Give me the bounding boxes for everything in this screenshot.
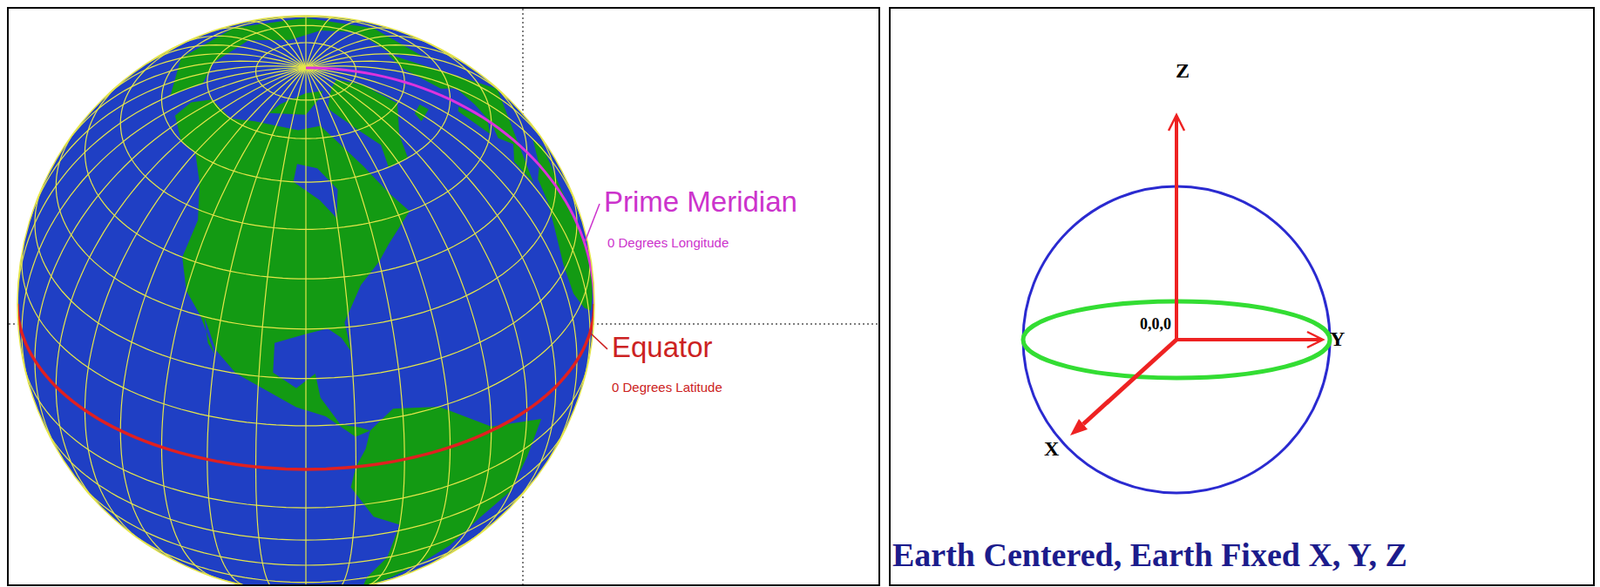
meridian-line [305,67,528,542]
continent [175,99,410,437]
meridian-line [305,67,451,578]
meridian-line [103,54,306,99]
globe [17,15,595,585]
text-holder: Prime Meridian [603,185,798,219]
caption: Earth Centered, Earth Fixed X, Y, Z [892,536,1408,576]
callout-label: Equator [611,331,713,365]
leader-lines [584,203,608,350]
z-axis [1174,115,1179,340]
parallel-line [55,132,75,187]
parallel-line [34,185,577,380]
axis-label: Z [1175,59,1190,84]
leader-line [584,203,600,244]
parallel-line [256,42,357,101]
x-axis [1083,339,1177,425]
equator-line [17,304,595,470]
meridian-line [162,67,307,578]
prime-meridian-line [305,67,595,305]
leader-line [589,332,608,350]
parallel-line [84,81,527,279]
x-arrowhead [1070,419,1088,436]
text-holder: Y [1329,327,1345,353]
meridian-line [305,67,492,563]
parallel-line [84,81,123,152]
meridian-line [34,67,306,459]
continent [414,104,429,122]
axis-label: X [1044,437,1059,462]
meridian-line [305,54,509,99]
meridian-line [305,67,577,459]
parallel-line [77,480,535,566]
parallel-line [127,530,485,584]
globe-features [17,15,595,585]
z-arrowhead [1168,115,1185,131]
meridian-line [30,66,306,220]
meridian-line [182,35,306,68]
meridian-line [305,67,556,505]
right-panel [889,7,1594,586]
callout-note: 0 Degrees Longitude [607,235,729,251]
callout-note: 0 Degrees Latitude [611,379,723,395]
parallel-line [34,185,43,224]
parallel-line [24,367,588,509]
text-holder: 0 Degrees Latitude [611,379,723,395]
meridian-line [305,66,582,220]
ocean [17,15,595,585]
y-arrowhead [1307,332,1323,348]
meridian-line [120,67,306,563]
parallel-line [207,25,405,139]
text-holder: 0,0,0 [1139,315,1172,334]
parallel-line [45,427,567,541]
meridian-line [84,67,306,542]
globe-clip [17,15,595,585]
meridian-line [305,15,306,68]
text-holder: Earth Centered, Earth Fixed X, Y, Z [892,536,1408,576]
text-holder: X [1044,437,1059,462]
globe-rim [17,15,595,585]
y-axis [1176,338,1323,342]
origin-label: 0,0,0 [1139,315,1172,334]
text-holder: Z [1175,59,1190,84]
parallel-line [55,132,556,330]
text-holder: Equator [611,331,713,365]
meridian-line [55,67,306,505]
meridian-line [305,67,306,585]
hudson-bay [293,163,339,218]
parallel-line [162,16,451,183]
parallel-line [120,34,203,123]
callout-label: Prime Meridian [603,185,798,219]
text-holder: 0 Degrees Longitude [607,235,729,251]
axis-label: Y [1329,327,1345,353]
